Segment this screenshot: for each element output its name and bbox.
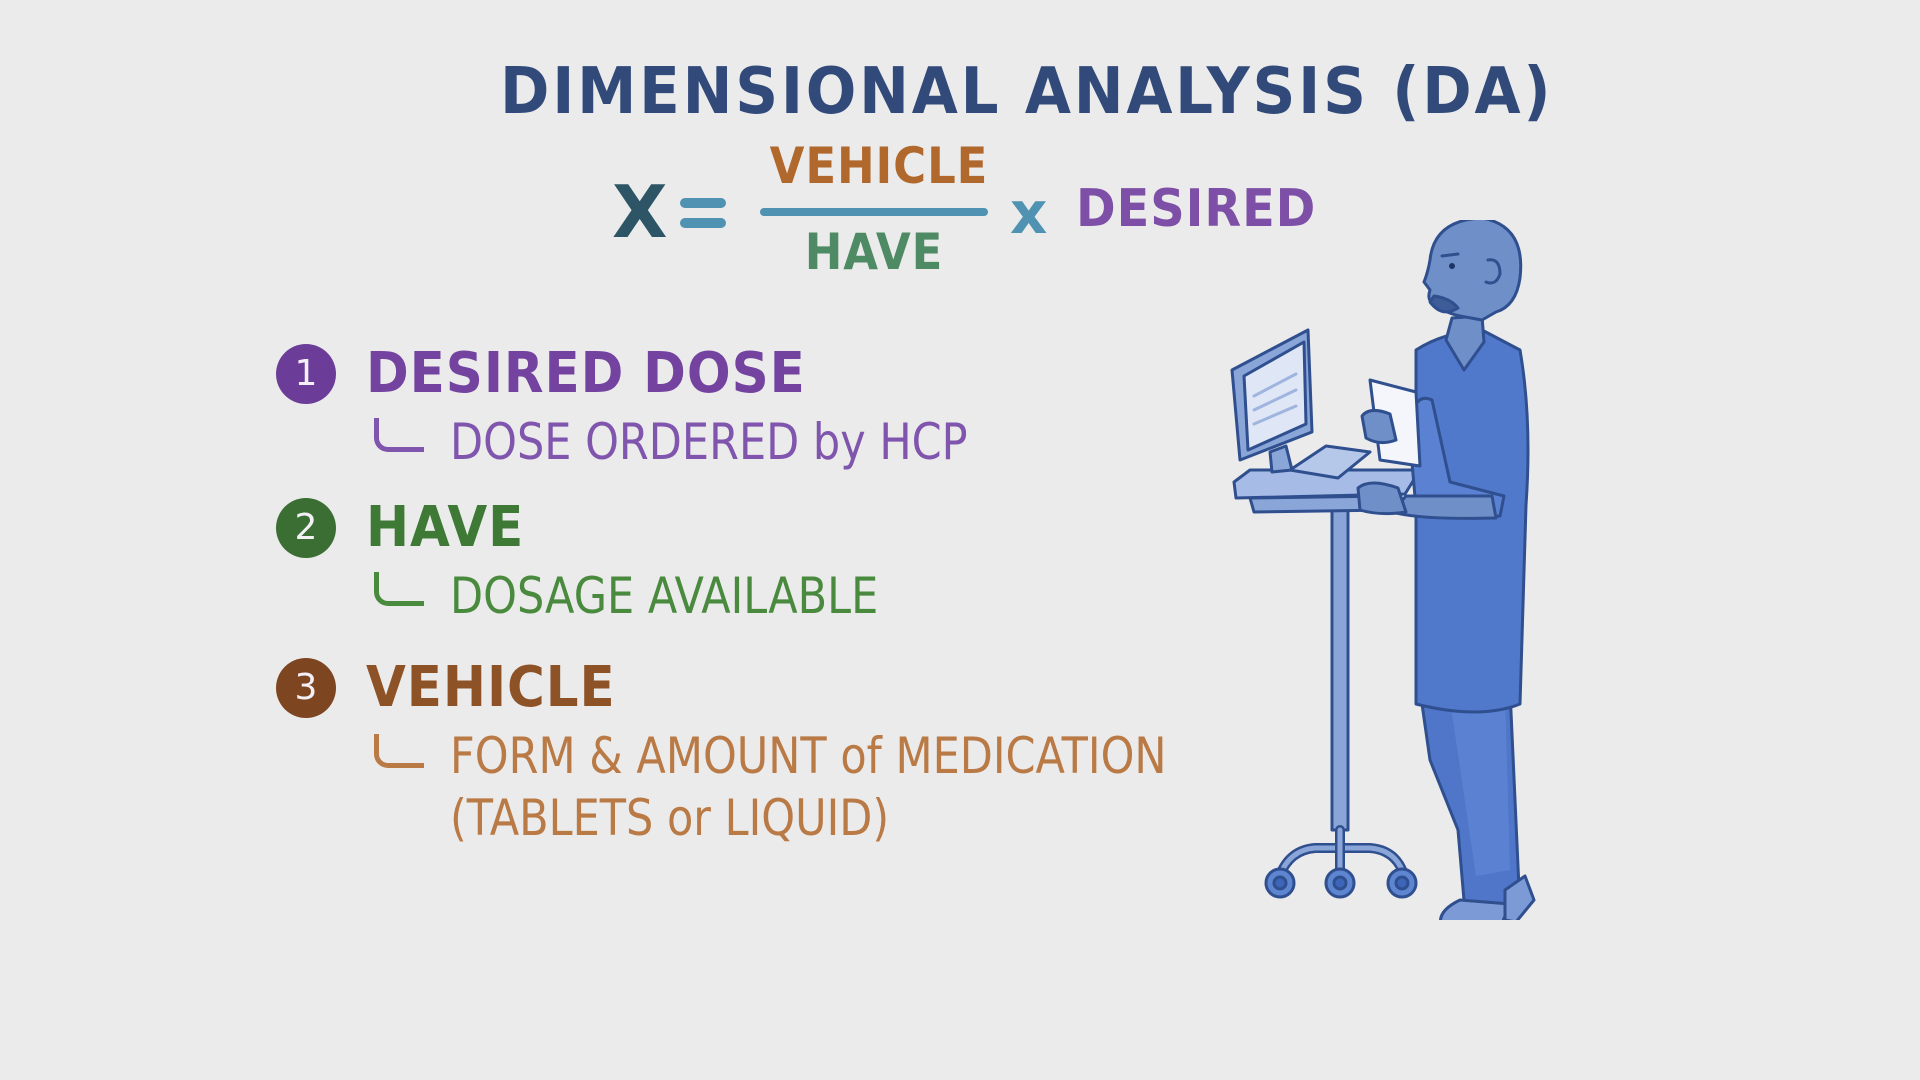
- formula-multiplier: DESIRED: [1076, 179, 1317, 239]
- step-heading: VEHICLE: [366, 655, 616, 720]
- step-detail: DOSAGE AVAILABLE: [450, 567, 879, 625]
- step-number-badge: 1: [276, 344, 336, 404]
- multiply-sign: x: [1010, 179, 1048, 247]
- step-number-badge: 3: [276, 658, 336, 718]
- branch-arrow-icon: [374, 418, 424, 452]
- branch-arrow-icon: [374, 572, 424, 606]
- branch-arrow-icon: [374, 734, 424, 768]
- step-heading: DESIRED DOSE: [366, 341, 806, 406]
- formula-numerator: VEHICLE: [769, 137, 989, 195]
- formula-denominator: HAVE: [804, 223, 944, 281]
- step-detail-continued: (TABLETS or LIQUID): [450, 789, 890, 847]
- equals-sign: [680, 190, 726, 236]
- step-detail: FORM & AMOUNT of MEDICATION: [450, 727, 1167, 785]
- formula-unknown: X: [612, 170, 668, 254]
- step-number-badge: 2: [276, 498, 336, 558]
- page-title: DIMENSIONAL ANALYSIS (DA): [500, 55, 1554, 129]
- fraction-bar: [760, 208, 988, 216]
- step-detail: DOSE ORDERED by HCP: [450, 413, 968, 471]
- nurse-computer-illustration: [1230, 220, 1536, 920]
- step-heading: HAVE: [366, 495, 525, 560]
